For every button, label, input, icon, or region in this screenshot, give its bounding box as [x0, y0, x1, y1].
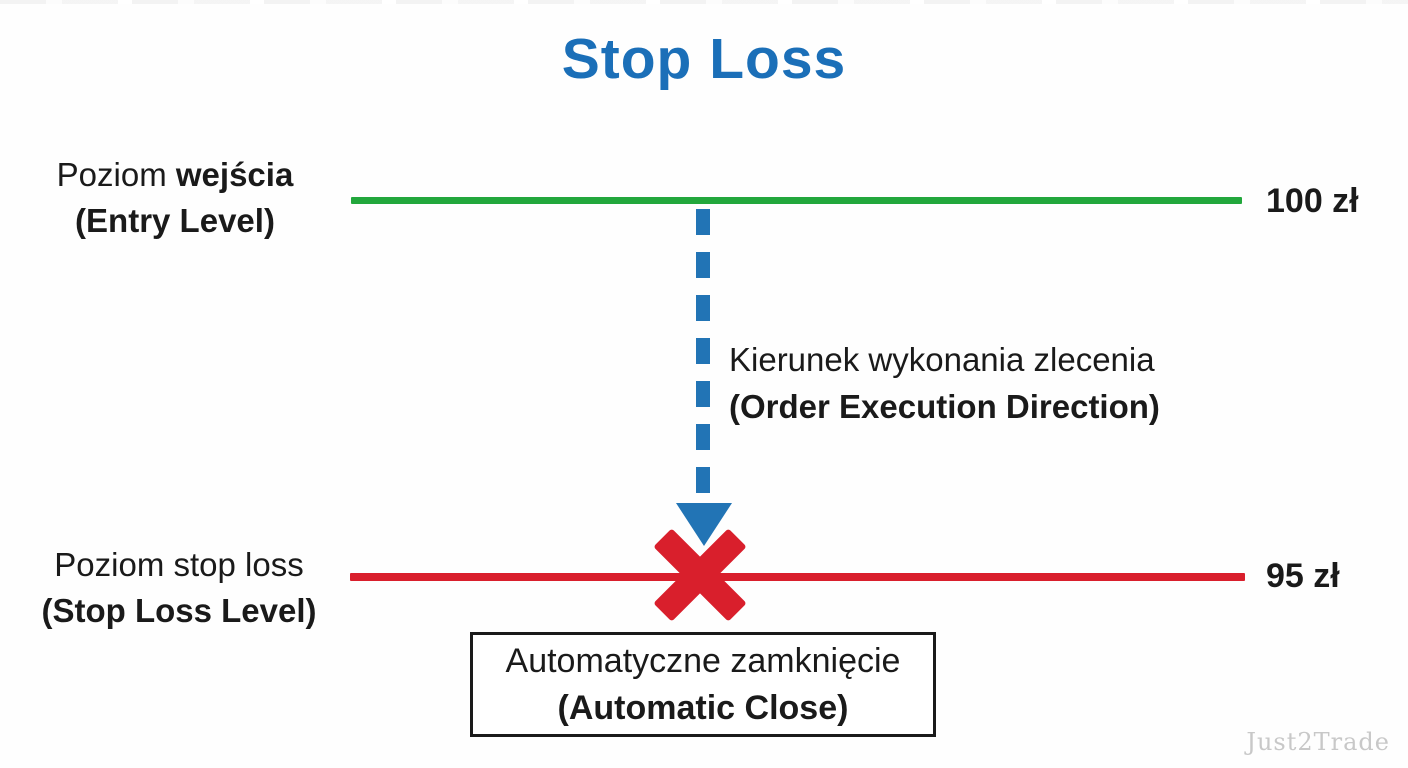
page-title: Stop Loss [561, 27, 847, 91]
order-direction-label: Kierunek wykonania zlecenia (Order Execu… [729, 336, 1160, 430]
automatic-close-box: Automatyczne zamknięcie (Automatic Close… [470, 632, 936, 737]
top-edge-artifact [0, 0, 1408, 4]
entry-price-label: 100 zł [1266, 182, 1359, 220]
stop-loss-price-label: 95 zł [1266, 557, 1340, 595]
cross-icon [650, 525, 750, 625]
order-direction-label-en: (Order Execution Direction) [729, 388, 1160, 425]
stop-loss-level-label-en: (Stop Loss Level) [41, 592, 317, 629]
watermark: Just2Trade [1246, 728, 1390, 756]
automatic-close-label-en: (Automatic Close) [557, 688, 849, 727]
order-direction-label-pl: Kierunek wykonania zlecenia [729, 341, 1155, 378]
entry-level-label: Poziom wejścia (Entry Level) [22, 152, 328, 244]
entry-level-label-pl: Poziom wejścia [22, 152, 328, 198]
stop-loss-level-label: Poziom stop loss (Stop Loss Level) [14, 542, 344, 634]
entry-level-line [351, 197, 1242, 204]
stop-loss-level-label-pl: Poziom stop loss [54, 546, 304, 583]
stop-loss-level-line [350, 573, 1245, 581]
entry-level-label-en: (Entry Level) [75, 202, 275, 239]
entry-level-label-pl-bold: wejścia [175, 156, 294, 193]
order-direction-dashed-line [696, 209, 710, 503]
automatic-close-label-pl: Automatyczne zamknięcie [505, 641, 901, 680]
entry-level-label-pl-prefix: Poziom [56, 156, 176, 193]
